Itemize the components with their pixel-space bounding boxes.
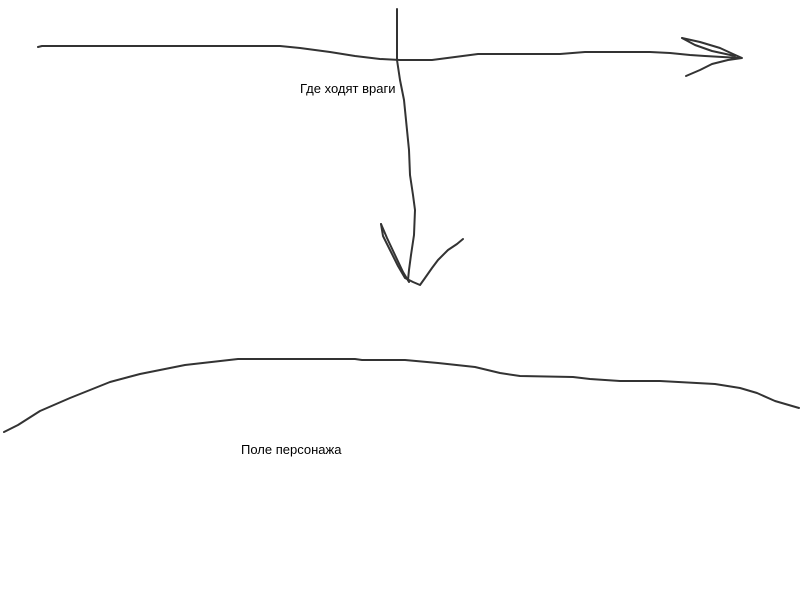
character-field-boundary: [3, 358, 800, 433]
right-arrowhead: [681, 37, 743, 77]
down-arrow-shaft: [396, 8, 416, 281]
enemy-path-line: [37, 45, 741, 61]
character-field-label: Поле персонажа: [241, 442, 342, 457]
down-arrowhead: [380, 223, 464, 286]
enemy-path-label: Где ходят враги: [300, 81, 396, 96]
down-arrowhead-inner: [380, 223, 410, 283]
right-arrowhead-stroke: [681, 37, 736, 57]
